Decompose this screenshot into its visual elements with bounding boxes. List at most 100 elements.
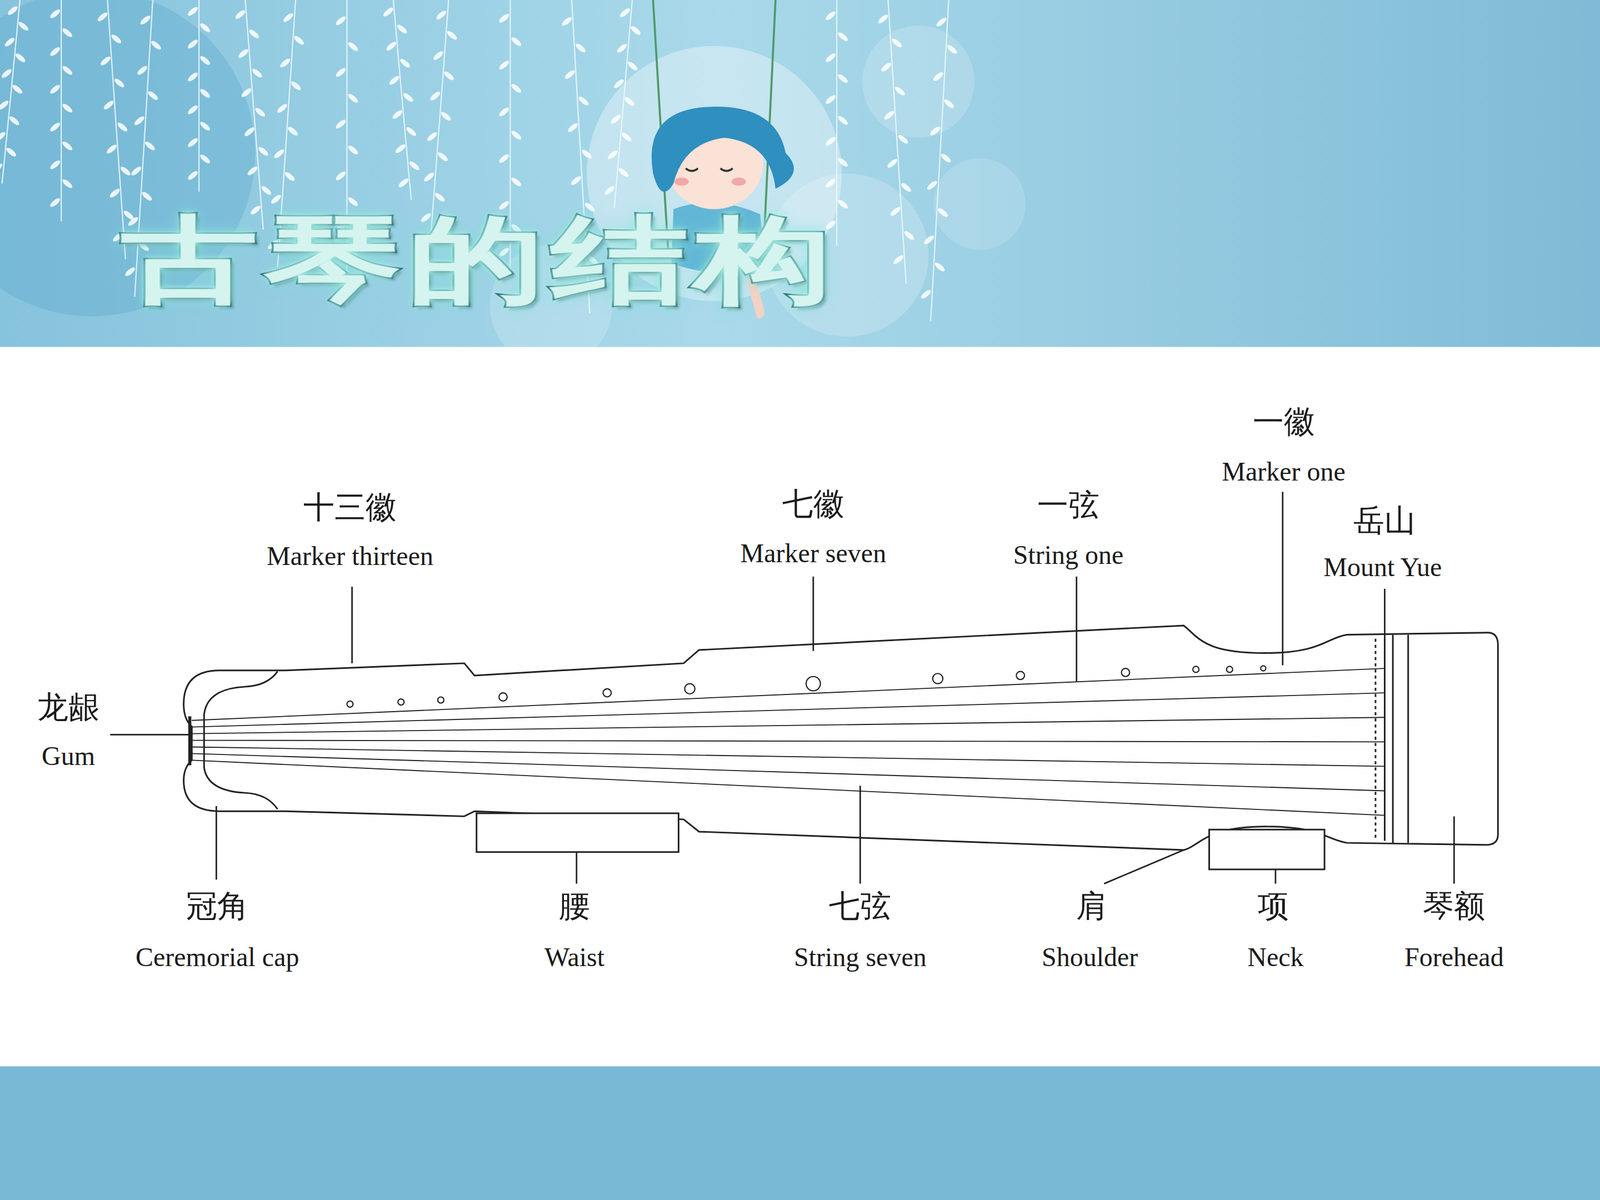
willow-leaf — [497, 152, 511, 165]
hui-marker — [437, 696, 444, 703]
willow-leaf — [439, 110, 453, 123]
willow-branch — [836, 0, 838, 247]
willow-leaf — [510, 82, 523, 95]
part-name-chinese: 十三徽 — [303, 491, 397, 523]
willow-leaf — [17, 20, 30, 33]
willow-leaf — [920, 288, 933, 300]
willow-leaf — [442, 70, 456, 82]
willow-leaf — [251, 67, 264, 79]
willow-leaf — [615, 42, 629, 54]
bubble — [862, 25, 975, 138]
willow-leaf — [394, 142, 408, 155]
willow-leaf — [432, 50, 445, 62]
willow-leaf — [560, 15, 574, 28]
willow-leaf — [99, 55, 113, 67]
leader-line — [575, 852, 578, 884]
willow-leaf — [260, 184, 273, 197]
willow-leaf — [346, 40, 360, 53]
willow-leaf — [146, 90, 160, 102]
part-name-english: Waist — [544, 943, 605, 971]
willow-leaf — [824, 93, 838, 106]
willow-leaf — [401, 91, 415, 104]
part-name-english: Marker thirteen — [266, 542, 434, 570]
part-name-english: Forehead — [1404, 943, 1504, 971]
willow-leaf — [626, 60, 639, 72]
hui-marker — [603, 688, 612, 698]
willow-leaf — [933, 261, 947, 273]
willow-leaf — [48, 83, 62, 95]
willow-leaf — [243, 126, 257, 138]
hui-marker — [1121, 668, 1130, 677]
willow-leaf — [824, 10, 838, 22]
hui-marker — [346, 701, 353, 708]
hui-marker — [684, 683, 695, 694]
willow-leaf — [836, 156, 850, 169]
part-name-chinese: 一弦 — [1037, 489, 1100, 521]
willow-leaf — [824, 51, 838, 64]
willow-leaf — [942, 97, 956, 110]
willow-leaf — [892, 253, 905, 266]
willow-leaf — [824, 177, 838, 189]
willow-leaf — [346, 92, 360, 104]
willow-leaf — [237, 47, 250, 60]
willow-leaf — [0, 130, 7, 143]
willow-leaf — [102, 99, 115, 112]
willow-leaf — [574, 42, 588, 54]
willow-leaf — [186, 103, 200, 116]
willow-leaf — [623, 95, 637, 108]
part-name-chinese: 项 — [1257, 890, 1289, 922]
neck-bracket — [1209, 829, 1325, 870]
willow-leaf — [0, 67, 14, 80]
willow-leaf — [108, 187, 122, 199]
willow-leaf — [583, 201, 597, 213]
willow-leaf — [7, 115, 21, 127]
qin-string — [191, 717, 1385, 734]
willow-leaf — [186, 136, 200, 149]
willow-leaf — [397, 177, 410, 189]
willow-leaf — [289, 80, 303, 92]
willow-leaf — [385, 40, 398, 53]
willow-leaf — [436, 151, 450, 163]
cheek — [731, 177, 747, 187]
willow-leaf — [186, 5, 200, 18]
willow-leaf — [61, 102, 74, 114]
willow-leaf — [186, 169, 200, 182]
willow-leaf — [113, 77, 127, 89]
willow-leaf — [900, 181, 913, 194]
hui-marker — [397, 698, 404, 705]
willow-leaf — [890, 37, 904, 49]
leader-line — [110, 733, 190, 736]
willow-leaf — [836, 198, 850, 210]
willow-leaf — [612, 77, 626, 90]
willow-leaf — [246, 165, 259, 177]
gum — [188, 716, 192, 765]
forehead-line — [1407, 634, 1409, 843]
willow-leaf — [138, 14, 152, 27]
willow-leaf — [136, 64, 149, 77]
willow-leaf — [3, 36, 17, 48]
willow-leaf — [116, 121, 129, 133]
willow-leaf — [48, 7, 62, 20]
willow-leaf — [880, 61, 893, 73]
willow-leaf — [497, 12, 511, 24]
leader-line — [1281, 491, 1284, 665]
willow-leaf — [110, 33, 123, 45]
willow-leaf — [617, 166, 630, 179]
forehead-line — [1392, 634, 1394, 843]
willow-leaf — [96, 11, 109, 23]
part-name-chinese: 冠角 — [186, 890, 249, 922]
willow-branch — [60, 0, 62, 222]
willow-leaf — [198, 21, 212, 34]
willow-leaf — [435, 9, 448, 22]
willow-leaf — [346, 196, 360, 208]
willow-leaf — [395, 23, 409, 35]
hui-marker — [806, 676, 821, 692]
willow-leaf — [240, 86, 253, 99]
willow-leaf — [119, 165, 133, 177]
markers — [346, 665, 1266, 707]
willow-leaf — [893, 85, 907, 98]
leader-line — [1453, 816, 1455, 884]
leader-lines — [110, 491, 1454, 884]
waist-bracket — [476, 813, 679, 853]
